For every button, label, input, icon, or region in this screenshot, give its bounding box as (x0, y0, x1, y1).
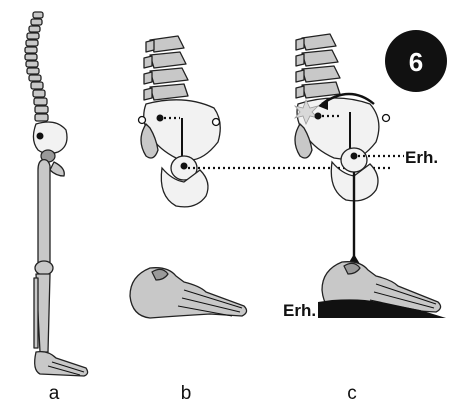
spine-column (25, 12, 48, 121)
foot-a (35, 352, 88, 376)
erh-foot-label: Erh. (283, 301, 316, 320)
lumbar-vertebrae-c (296, 34, 340, 98)
foot-b (130, 268, 247, 318)
figure-number: 6 (409, 47, 423, 77)
panel-b (130, 36, 247, 318)
erh-hip-label: Erh. (405, 148, 438, 167)
figure-number-badge: 6 (385, 30, 447, 92)
panel-a-skeleton (25, 12, 88, 376)
lumbar-vertebrae-b (144, 36, 188, 100)
pelvis-point-a (37, 133, 44, 140)
panel-label-a: a (49, 383, 60, 404)
panel-label-c: c (347, 383, 357, 404)
femur-a (38, 160, 50, 264)
panel-label-b: b (181, 383, 192, 404)
